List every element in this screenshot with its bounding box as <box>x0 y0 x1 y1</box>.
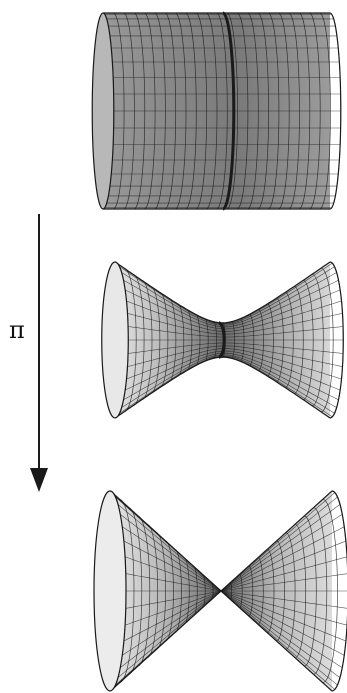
surface-meridian <box>125 289 341 330</box>
surface-right-rim <box>331 490 347 692</box>
surface-left-rim <box>101 261 129 419</box>
surface-meridian <box>121 272 337 326</box>
projection-label: π <box>9 316 25 344</box>
central-circle <box>222 11 236 211</box>
projection-arrow <box>30 214 48 492</box>
surface-meridian <box>121 354 337 408</box>
surface-left-rim <box>91 12 115 210</box>
surface-meridian <box>119 266 335 325</box>
surface-meridian <box>125 350 341 391</box>
surface-meridian <box>126 300 342 332</box>
double-cone-surface <box>93 490 347 692</box>
surface-edge <box>114 356 331 419</box>
surface-right-rim <box>329 12 342 210</box>
arrow-head-icon <box>30 468 48 492</box>
surface-meridian <box>119 355 335 414</box>
waist-circle <box>218 321 226 359</box>
surface-meridian <box>123 279 339 328</box>
hyperboloid-surface <box>101 261 344 419</box>
surface-edge <box>109 590 333 692</box>
surface-edge <box>114 261 331 324</box>
surface-right-rim <box>329 261 344 419</box>
surface-meridian <box>126 348 342 380</box>
surface-left-rim <box>93 490 127 692</box>
cylinder-surface <box>91 11 342 211</box>
surface-meridian <box>123 352 339 401</box>
